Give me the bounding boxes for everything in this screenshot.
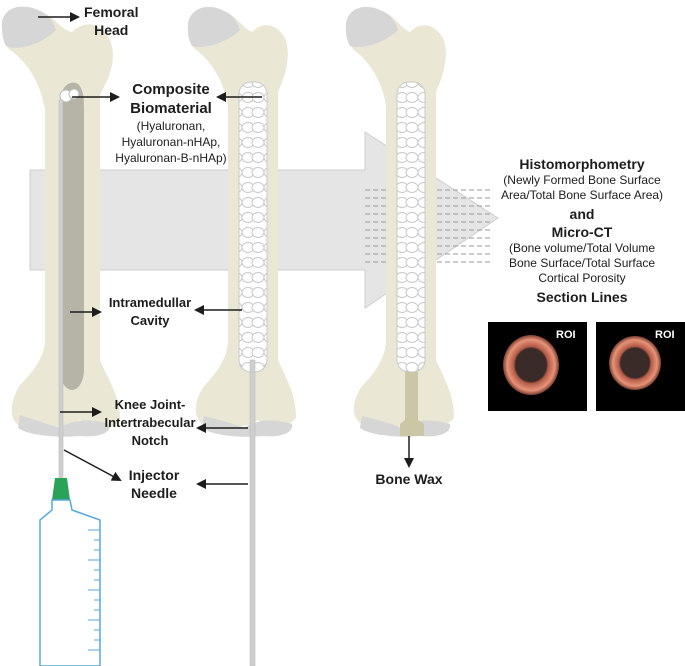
intramedullar-cavity-label: Intramedullar Cavity [98,294,202,330]
cavity-label-line2: Cavity [130,313,170,328]
bone-wax-label: Bone Wax [375,471,443,487]
histomorphometry-block: Histomorphometry (Newly Formed Bone Surf… [482,155,682,306]
knee-label-line1: Knee Joint- [114,397,186,412]
femoral-head-label: Femoral Head [84,3,138,39]
bone-section-1 [503,335,559,395]
composite-sub-line1: (Hyaluronan, [136,119,206,133]
composite-sub-line2: Hyaluronan-nHAp, [121,135,221,149]
injector-needle-label: Injector Needle [112,466,196,502]
needle-label-line1: Injector [128,467,180,483]
histo-sub-line1: (Newly Formed Bone Surface [503,173,661,187]
composite-sub-line3: Hyaluronan-B-nHAp) [115,151,227,165]
composite-title-line2: Biomaterial [130,100,212,117]
knee-label-line2: Intertrabecular [104,415,196,430]
pointer-arrows [38,12,414,489]
roi-label-1: ROI [556,329,576,341]
histomorphometry-title: Histomorphometry [519,156,645,172]
section-lines-title: Section Lines [536,289,628,305]
needle-hub [52,478,70,500]
composite-biomaterial-label: Composite Biomaterial (Hyaluronan, Hyalu… [112,80,230,166]
microct-title: Micro-CT [551,224,613,240]
microct-sub-line1: (Bone volume/Total Volume [508,241,656,255]
femur-right-head [345,6,398,48]
knee-joint-label: Knee Joint- Intertrabecular Notch [98,396,202,450]
microct-sub-line3: Cortical Porosity [538,271,626,285]
histo-sub-line2: Area/Total Bone Surface Area) [500,188,664,202]
bone-wax-plug [400,372,424,436]
femoral-head-label-line2: Head [94,22,129,38]
needle-label-line2: Needle [131,485,177,501]
cavity-label-line1: Intramedullar [108,295,192,310]
injector-needle-middle [249,359,256,666]
femur-right [345,6,454,437]
composite-title-line1: Composite [132,81,210,98]
femur-middle [187,6,296,437]
syringe [39,499,101,666]
microct-sub-line2: Bone Surface/Total Surface [508,256,656,270]
intramedullar-cavity-left [60,82,84,391]
bone-section-2 [609,336,661,390]
roi-label-2: ROI [655,329,675,341]
composite-filled-cavity-right [396,81,426,373]
femur-middle-head [187,6,240,48]
composite-filled-cavity-middle [238,81,268,373]
injector-needle-left [58,99,64,481]
femur-left-knee-joint [18,415,111,437]
femoral-head-label-line1: Femoral [84,4,139,20]
knee-label-line3: Notch [131,433,169,448]
and-label: and [569,206,595,222]
section-dashed-lines [365,189,490,263]
femur-middle-knee-joint [202,416,293,437]
